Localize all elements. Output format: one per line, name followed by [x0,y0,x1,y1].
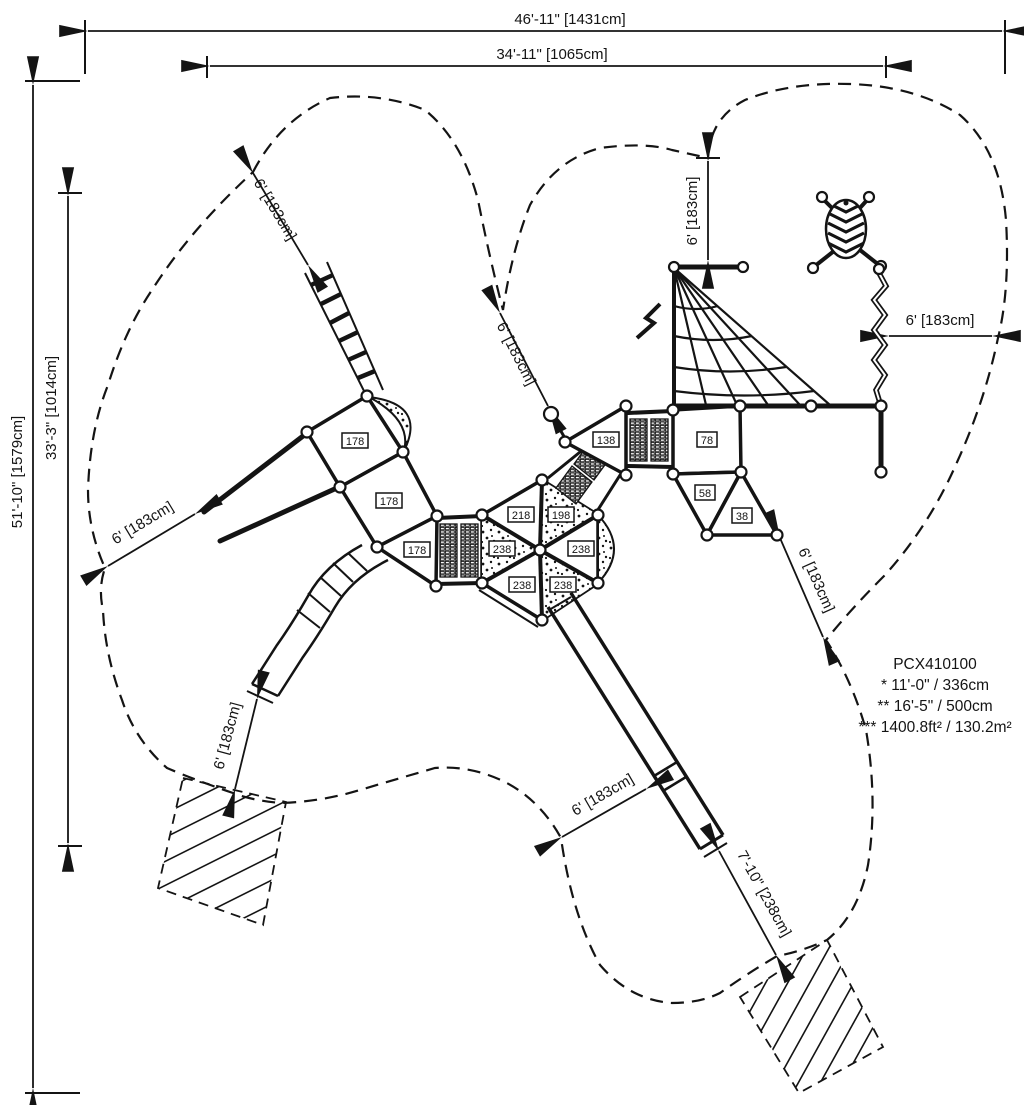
dimension-label: 6' [183cm] [211,700,245,771]
deck-label-178-top: 178 [341,432,369,449]
dimension-use-zone-top-right: 6' [183cm] [684,132,720,289]
spec-deck-height: ** 16'-5" / 500cm [877,698,992,715]
deck-label-178-low: 178 [403,541,431,558]
straight-slide [546,592,728,858]
deck-number: 178 [380,496,398,508]
deck-label-198: 198 [547,506,575,523]
spec-area: *** 1400.8ft² / 130.2m² [858,719,1011,736]
deck-label-238-e: 238 [567,540,595,557]
track-ride-bars [201,430,342,544]
deck-label-238-w: 238 [488,540,516,557]
zigzag-climber [870,262,890,404]
deck-label-38: 38 [731,507,753,524]
deck-label-238-sw: 238 [508,576,536,593]
dimension-use-zone-bottom-center: 6' [183cm] [533,769,675,857]
deck-number: 218 [512,510,530,522]
dimension-use-zone-top-center: 6' [183cm] [481,284,567,435]
right-frame [738,403,884,475]
dimension-label: 51'-10" [1579cm] [9,416,26,528]
deck-label-238-se: 238 [549,576,577,593]
tube-slide [246,543,389,704]
deck-number: 238 [493,544,511,556]
dimension-label: 6' [183cm] [569,771,637,820]
dimension-label: 6' [183cm] [250,176,300,244]
dimension-inner-depth: 33'-3" [1014cm] [43,167,82,872]
dimension-label: 6' [183cm] [684,177,701,246]
climbing-net [635,264,831,409]
spec-fall-height: * 11'-0" / 336cm [881,677,989,694]
deck-38 [705,470,779,537]
dimension-label: 6' [183cm] [794,545,837,615]
deck-label-78: 78 [696,431,718,448]
deck-label-138: 138 [592,431,620,448]
deck-number: 58 [699,488,711,500]
deck-number: 238 [554,580,572,592]
dimension-use-zone-lower-right: 6' [183cm] [762,509,841,666]
deck-number: 138 [597,435,615,447]
dimension-use-zone-right: 6' [183cm] [860,312,1021,343]
dimension-slide-exit-zone: 7'-10" [238cm] [699,822,796,984]
post-nodes [300,260,888,627]
dimension-inner-width: 34'-11" [1065cm] [181,46,912,78]
dimension-overall-width: 46'-11" [1431cm] [59,11,1024,74]
deck-number: 38 [736,511,748,523]
deck-number: 238 [572,544,590,556]
zigzag-grip [635,302,662,340]
tire-climber [806,190,888,275]
transfer-bridge-138-78 [626,409,675,469]
dimension-label: 34'-11" [1065cm] [496,46,607,63]
model-number: PCX410100 [893,656,977,673]
dimension-overall-depth: 51'-10" [1579cm] [9,56,80,1105]
deck-number: 238 [513,580,531,592]
deck-number: 178 [346,436,364,448]
deck-number: 198 [552,510,570,522]
dimension-label: 6' [183cm] [493,319,539,388]
deck-label-178-mid: 178 [375,492,403,509]
dimension-label: 46'-11" [1431cm] [514,11,625,28]
dimension-use-zone-left: 6' [183cm] [80,493,223,587]
use-zone-boundary [86,82,1009,1005]
dimension-label: 6' [183cm] [906,312,975,329]
dimension-label: 6' [183cm] [109,498,177,548]
deck-label-218: 218 [507,506,535,523]
dimension-use-zone-upper-left: 6' [183cm] [232,145,329,293]
transfer-bridge-left [434,514,484,586]
spec-block: PCX410100 * 11'-0" / 336cm ** 16'-5" / 5… [858,656,1011,736]
dimension-label: 33'-3" [1014cm] [43,356,60,460]
dimension-use-zone-lower-left: 6' [183cm] [211,669,270,819]
deck-number: 178 [408,545,426,557]
ladder-climber [304,261,384,398]
exit-pad-lower-right [738,938,885,1095]
deck-number: 78 [701,435,713,447]
side-pod [597,512,615,586]
deck-label-58: 58 [694,484,716,501]
